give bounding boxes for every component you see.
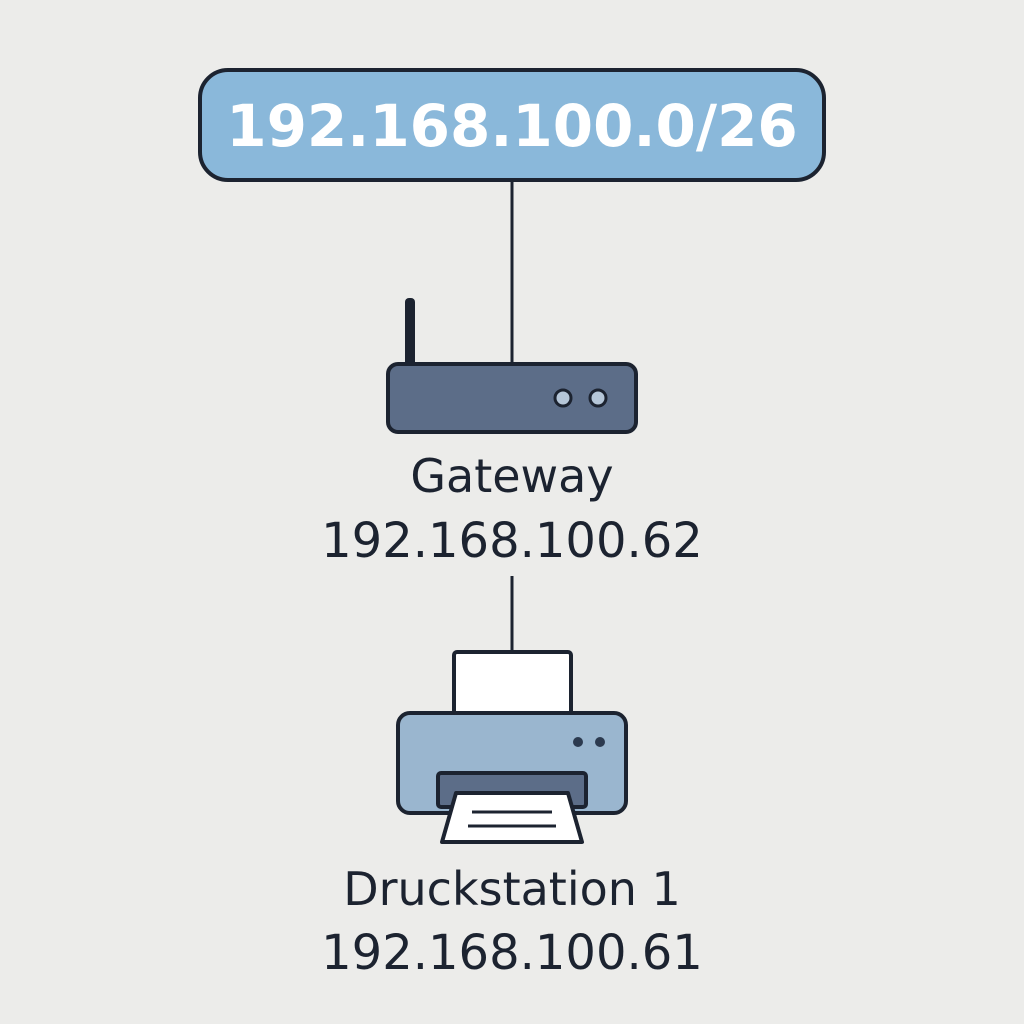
- subnet-node[interactable]: 192.168.100.0/26: [198, 68, 826, 182]
- router-icon[interactable]: [386, 298, 638, 434]
- printer-paper-out: [440, 791, 584, 844]
- router-body: [386, 362, 638, 434]
- gateway-ip: 192.168.100.62: [321, 513, 703, 569]
- router-led-2: [588, 388, 608, 408]
- printer-name: Druckstation 1: [343, 862, 681, 916]
- router-led-1: [553, 388, 573, 408]
- printer-button-1: [573, 737, 583, 747]
- printer-button-2: [595, 737, 605, 747]
- gateway-name: Gateway: [410, 449, 614, 503]
- router-antenna: [405, 298, 415, 368]
- printer-ip: 192.168.100.61: [321, 925, 703, 981]
- printer-icon[interactable]: [396, 650, 628, 844]
- subnet-label: 192.168.100.0/26: [226, 92, 798, 160]
- subnet-box: [198, 68, 826, 182]
